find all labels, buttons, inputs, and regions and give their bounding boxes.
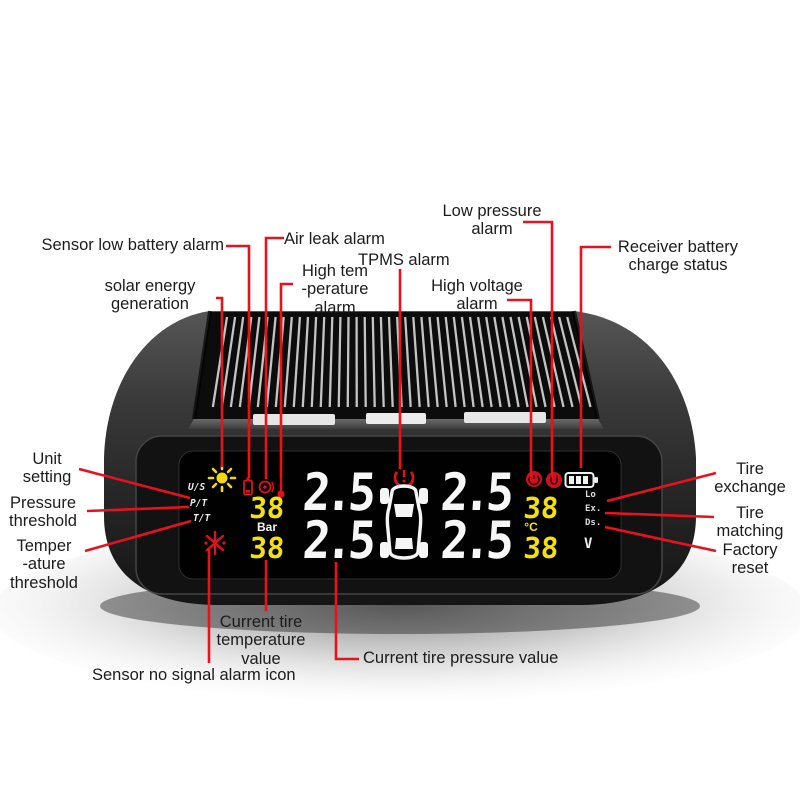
line-solar (216, 296, 224, 467)
callout-current-pressure: Current tire pressure value (363, 649, 559, 667)
sensor-low-battery-icon (243, 477, 253, 496)
line-factory-reset (604, 525, 717, 553)
callout-factory-reset: Factory reset (722, 541, 778, 578)
line-air-leak (264, 236, 284, 479)
callout-unit-setting: Unit setting (22, 450, 72, 487)
high-temperature-icon (277, 477, 285, 498)
line-high-voltage (507, 298, 533, 477)
callout-tire-matching: Tire matching (716, 504, 784, 541)
car-icon (380, 470, 428, 560)
unit-setting-label: U/S (188, 482, 206, 493)
tire-matching-lcd-label: Ex. (585, 504, 602, 514)
callout-solar: solar energy generation (104, 277, 196, 314)
line-temperature-threshold (84, 519, 192, 553)
callout-low-pressure: Low pressure alarm (442, 202, 542, 239)
callout-receiver-battery: Receiver battery charge status (617, 238, 739, 275)
panel-reflection (366, 413, 426, 424)
air-leak-icon (258, 480, 274, 494)
line-receiver-battery (579, 245, 611, 468)
panel-reflection (253, 414, 335, 425)
callout-tpms: TPMS alarm (358, 251, 450, 269)
line-tire-exchange (606, 471, 717, 503)
panel-left-seam (192, 310, 212, 420)
solar-panel-stripes (211, 316, 592, 408)
line-current-pressure (334, 562, 359, 661)
line-unit-setting (78, 467, 191, 500)
factory-reset-lcd-label: Ds. (585, 518, 602, 528)
lcd-screen: U/S P/T T/T 38 Bar 38 (180, 452, 620, 578)
temperature-threshold-label: T/T (193, 513, 211, 524)
panel-right-seam (572, 310, 600, 420)
receiver-battery-icon (564, 472, 598, 488)
callout-high-temperature: High tem -perature alarm (301, 262, 369, 317)
callout-current-temperature: Current tire temperature value (216, 613, 306, 668)
line-sensor-low-battery (226, 244, 251, 478)
voltage-label: V (584, 536, 593, 552)
callout-temperature-threshold: Temper -ature threshold (10, 537, 78, 592)
callout-sensor-low-battery: Sensor low battery alarm (41, 236, 225, 254)
callout-no-signal: Sensor no signal alarm icon (92, 666, 296, 684)
line-pressure-threshold (86, 505, 190, 513)
line-tire-matching (604, 511, 715, 519)
temperature-unit-label: °C (524, 520, 538, 534)
high-voltage-icon (546, 472, 562, 488)
callout-high-voltage: High voltage alarm (431, 277, 523, 314)
line-low-pressure (523, 220, 554, 477)
callout-air-leak: Air leak alarm (284, 230, 385, 248)
pressure-unit-label: Bar (256, 520, 277, 534)
pressure-threshold-label: P/T (190, 498, 208, 509)
no-signal-icon (204, 530, 226, 556)
callout-pressure-threshold: Pressure threshold (9, 494, 77, 531)
tire-exchange-lcd-label: Lo (585, 490, 596, 500)
callout-tire-exchange: Tire exchange (714, 460, 786, 497)
line-high-temperature (279, 282, 293, 478)
panel-reflection (464, 412, 546, 423)
